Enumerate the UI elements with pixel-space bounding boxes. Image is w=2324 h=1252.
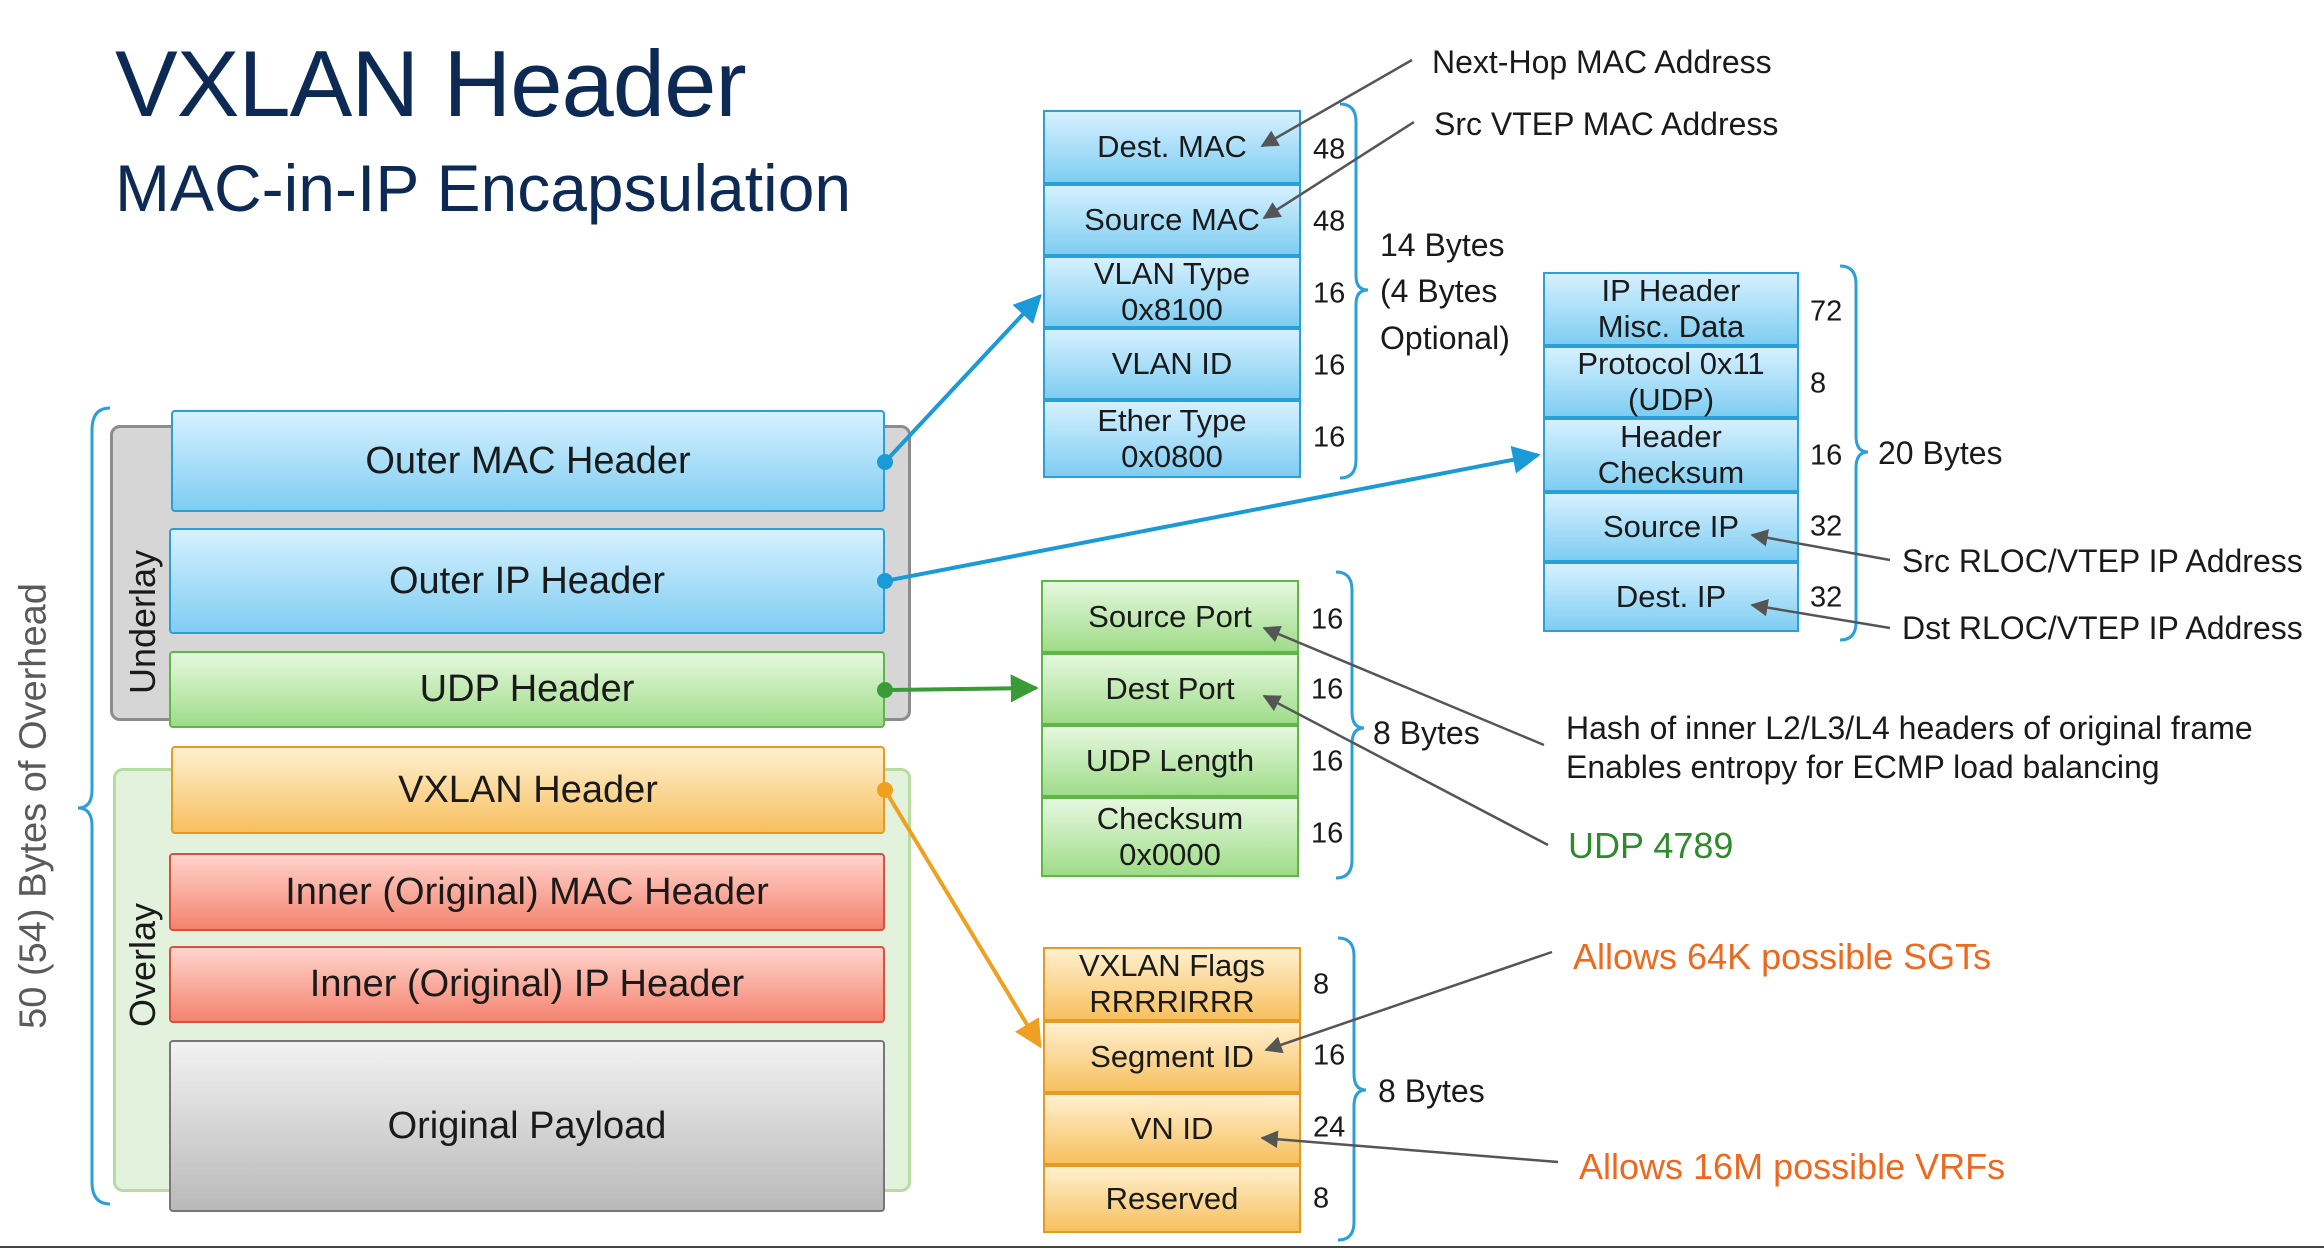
page-title: VXLAN Header <box>115 31 747 136</box>
mac-field-vlan-type: VLAN Type 0x8100 <box>1043 256 1301 328</box>
vxlan-field-vn-id: VN ID <box>1043 1093 1301 1165</box>
udp-field-length: UDP Length <box>1041 725 1299 797</box>
mac-field-dest-mac: Dest. MAC <box>1043 110 1301 184</box>
note-src-rloc: Src RLOC/VTEP IP Address <box>1902 543 2303 579</box>
mac-field-source-mac: Source MAC <box>1043 184 1301 256</box>
vxlan-bits-vn-id: 24 <box>1313 1111 1346 1144</box>
note-src-vtep-mac: Src VTEP MAC Address <box>1434 106 1779 142</box>
note-sgts: Allows 64K possible SGTs <box>1573 936 1992 977</box>
ip-field-source-ip: Source IP <box>1543 492 1799 562</box>
inner-ip-header-block: Inner (Original) IP Header <box>169 946 885 1023</box>
note-hash-line1: Hash of inner L2/L3/L4 headers of origin… <box>1566 710 2253 746</box>
note-udp-port: UDP 4789 <box>1568 825 1734 866</box>
udp-bits-length: 16 <box>1311 745 1344 778</box>
note-dst-rloc: Dst RLOC/VTEP IP Address <box>1902 610 2303 646</box>
vxlan-bits-segment-id: 16 <box>1313 1039 1346 1072</box>
inner-mac-header-block: Inner (Original) MAC Header <box>169 853 885 931</box>
vxlan-field-reserved: Reserved <box>1043 1165 1301 1233</box>
ip-bits-protocol: 8 <box>1810 367 1827 400</box>
ip-field-protocol: Protocol 0x11 (UDP) <box>1543 346 1799 418</box>
vxlan-field-flags: VXLAN Flags RRRRIRRR <box>1043 947 1301 1021</box>
vxlan-header-block: VXLAN Header <box>171 746 885 834</box>
note-hash-line2: Enables entropy for ECMP load balancing <box>1566 749 2160 785</box>
original-payload-block: Original Payload <box>169 1040 885 1212</box>
note-next-hop-mac: Next-Hop MAC Address <box>1432 44 1772 80</box>
ip-bits-source-ip: 32 <box>1810 510 1843 543</box>
outer-mac-header-block: Outer MAC Header <box>171 410 885 512</box>
ip-bits-checksum: 16 <box>1810 439 1843 472</box>
ip-bits-dest-ip: 32 <box>1810 581 1843 614</box>
mac-field-vlan-id: VLAN ID <box>1043 328 1301 400</box>
mac-bits-dest: 48 <box>1313 133 1346 166</box>
bottom-rule <box>0 1246 2324 1248</box>
udp-bits-dest-port: 16 <box>1311 673 1344 706</box>
vxlan-bits-reserved: 8 <box>1313 1182 1330 1215</box>
vxlan-bits-flags: 8 <box>1313 968 1330 1001</box>
mac-bytes-label: 14 Bytes (4 Bytes Optional) <box>1380 227 1510 356</box>
page-subtitle: MAC-in-IP Encapsulation <box>115 151 852 225</box>
udp-bits-source-port: 16 <box>1311 603 1344 636</box>
mac-bits-vlan-id: 16 <box>1313 349 1346 382</box>
vxlan-field-segment-id: Segment ID <box>1043 1021 1301 1093</box>
udp-bits-checksum: 16 <box>1311 817 1344 850</box>
ip-field-header-checksum: Header Checksum <box>1543 418 1799 492</box>
ip-bytes-label: 20 Bytes <box>1878 435 2003 471</box>
udp-bytes-label: 8 Bytes <box>1373 715 1480 751</box>
ip-field-dest-ip: Dest. IP <box>1543 562 1799 632</box>
vxlan-bytes-label: 8 Bytes <box>1378 1073 1485 1109</box>
mac-bits-vlan-type: 16 <box>1313 277 1346 310</box>
mac-bits-source: 48 <box>1313 205 1346 238</box>
note-vrfs: Allows 16M possible VRFs <box>1579 1146 2006 1187</box>
outer-ip-header-block: Outer IP Header <box>169 528 885 634</box>
mac-field-ether-type: Ether Type 0x0800 <box>1043 400 1301 478</box>
udp-field-dest-port: Dest Port <box>1041 653 1299 725</box>
udp-field-source-port: Source Port <box>1041 580 1299 653</box>
ip-field-misc-data: IP Header Misc. Data <box>1543 272 1799 346</box>
udp-field-checksum: Checksum 0x0000 <box>1041 797 1299 877</box>
udp-header-block: UDP Header <box>169 651 885 728</box>
mac-bits-ether-type: 16 <box>1313 421 1346 454</box>
ip-bits-misc: 72 <box>1810 295 1843 328</box>
